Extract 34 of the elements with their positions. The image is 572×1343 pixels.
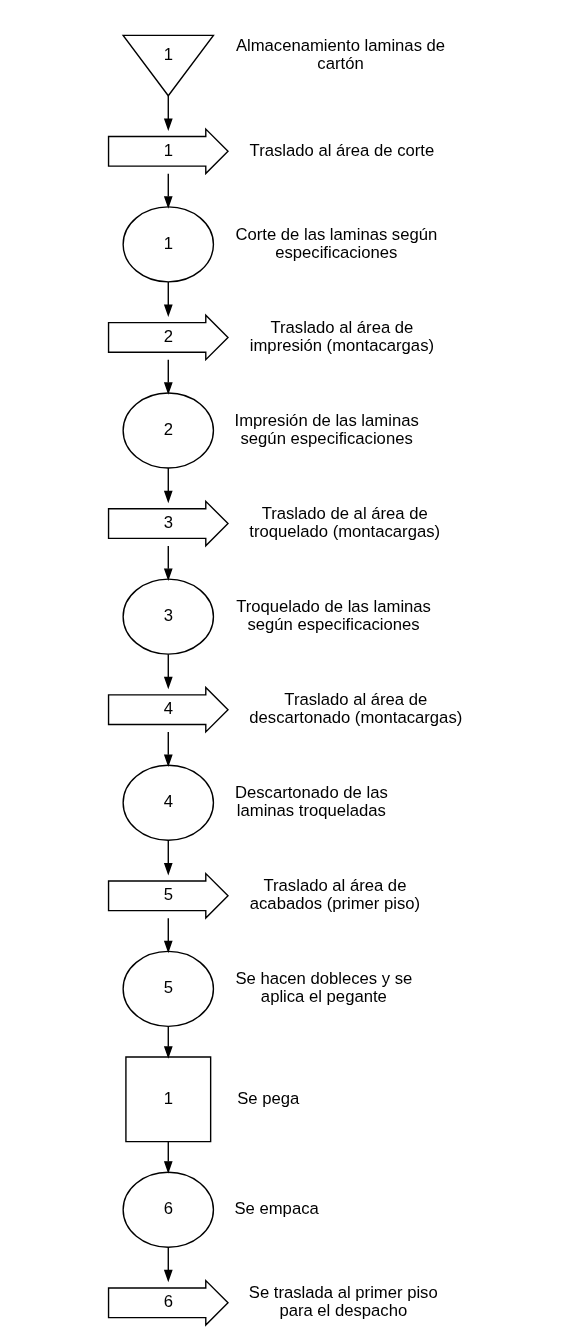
node-ellipse: 6 <box>122 1171 215 1248</box>
node-ellipse: 5 <box>122 950 215 1028</box>
arrow <box>163 1026 173 1059</box>
arrow <box>163 172 173 209</box>
arrow <box>163 545 173 581</box>
arrow <box>163 281 173 318</box>
node-label: Troquelado de las laminas según especificaciones <box>236 596 431 634</box>
node-label: Se traslada al primer piso para el despacho <box>248 1283 438 1321</box>
node-label: Traslado al área de acabados (primer piso) <box>249 876 421 914</box>
node-label: Descartonado de las laminas troqueladas <box>234 783 388 821</box>
arrow <box>163 359 173 395</box>
node-ellipse: 1 <box>122 206 215 283</box>
node-label: Traslado al área de corte <box>249 140 435 160</box>
arrow <box>163 917 173 954</box>
node-label: Almacenamiento laminas de cartón <box>235 35 446 73</box>
node-label: Traslado de al área de troquelado (montacargas) <box>249 503 441 541</box>
arrow <box>163 839 173 876</box>
arrow <box>163 731 173 768</box>
node-label: Corte de las laminas según especificaciones <box>235 224 438 262</box>
node-box: 1 <box>125 1056 212 1143</box>
node-ellipse: 4 <box>122 764 215 841</box>
node-label: Se pega <box>237 1088 300 1108</box>
node-label: Impresión de las laminas según especificaciones <box>234 410 419 448</box>
node-label: Traslado al área de impresión (montacargas) <box>249 317 435 355</box>
node-label: Se empaca <box>234 1199 319 1219</box>
arrow <box>163 1141 173 1174</box>
node-label: Se hacen dobleces y se aplica el pegante <box>235 969 413 1007</box>
node-ellipse: 2 <box>122 392 215 469</box>
arrow <box>163 653 173 690</box>
arrow <box>163 1246 173 1283</box>
arrow <box>163 95 173 132</box>
node-ellipse: 3 <box>122 578 215 655</box>
node-label: Traslado al área de descartonado (montacargas) <box>249 689 463 728</box>
arrow <box>163 467 173 504</box>
